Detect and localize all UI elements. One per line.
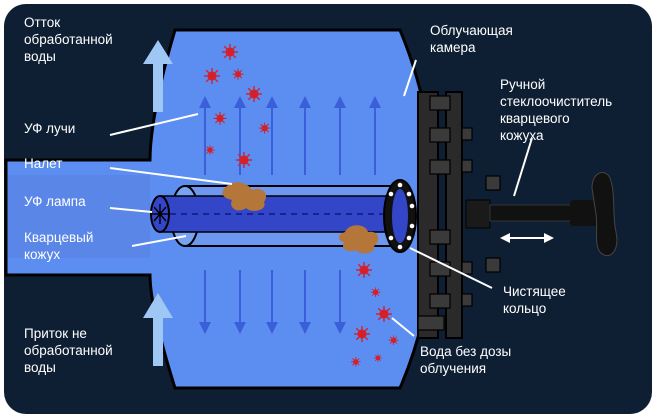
leader-lines bbox=[109, 59, 533, 337]
stroke-arrow bbox=[500, 233, 554, 243]
label-chamber: Облучающая камера bbox=[430, 23, 513, 55]
label-untreated-water: Вода без дозы облучения bbox=[420, 344, 512, 376]
flange bbox=[417, 91, 501, 339]
label-quartz-sleeve: Кварцевый кожух bbox=[24, 230, 94, 262]
uv-rays-top bbox=[199, 96, 381, 175]
label-cleaning-ring: Чистящее кольцо bbox=[503, 284, 566, 316]
label-uv-lamp: УФ лампа bbox=[24, 194, 86, 209]
inflow-arrow bbox=[143, 293, 173, 366]
label-wiper: Ручной стеклоочиститель кварцевого кожух… bbox=[500, 77, 613, 143]
cleaning-ring bbox=[383, 179, 417, 253]
label-outflow: Отток обработанной воды bbox=[24, 15, 113, 64]
manual-wiper bbox=[465, 172, 618, 257]
label-deposit: Налет bbox=[24, 156, 63, 171]
label-inflow: Приток не обработанной воды bbox=[24, 326, 113, 375]
water-inlet bbox=[8, 175, 150, 258]
outflow-arrow bbox=[143, 40, 173, 112]
uv-rays-bottom bbox=[199, 270, 346, 334]
deposit-blob-2 bbox=[338, 225, 379, 254]
label-uv-rays: УФ лучи bbox=[24, 121, 76, 136]
deposit-blob-1 bbox=[222, 182, 267, 211]
